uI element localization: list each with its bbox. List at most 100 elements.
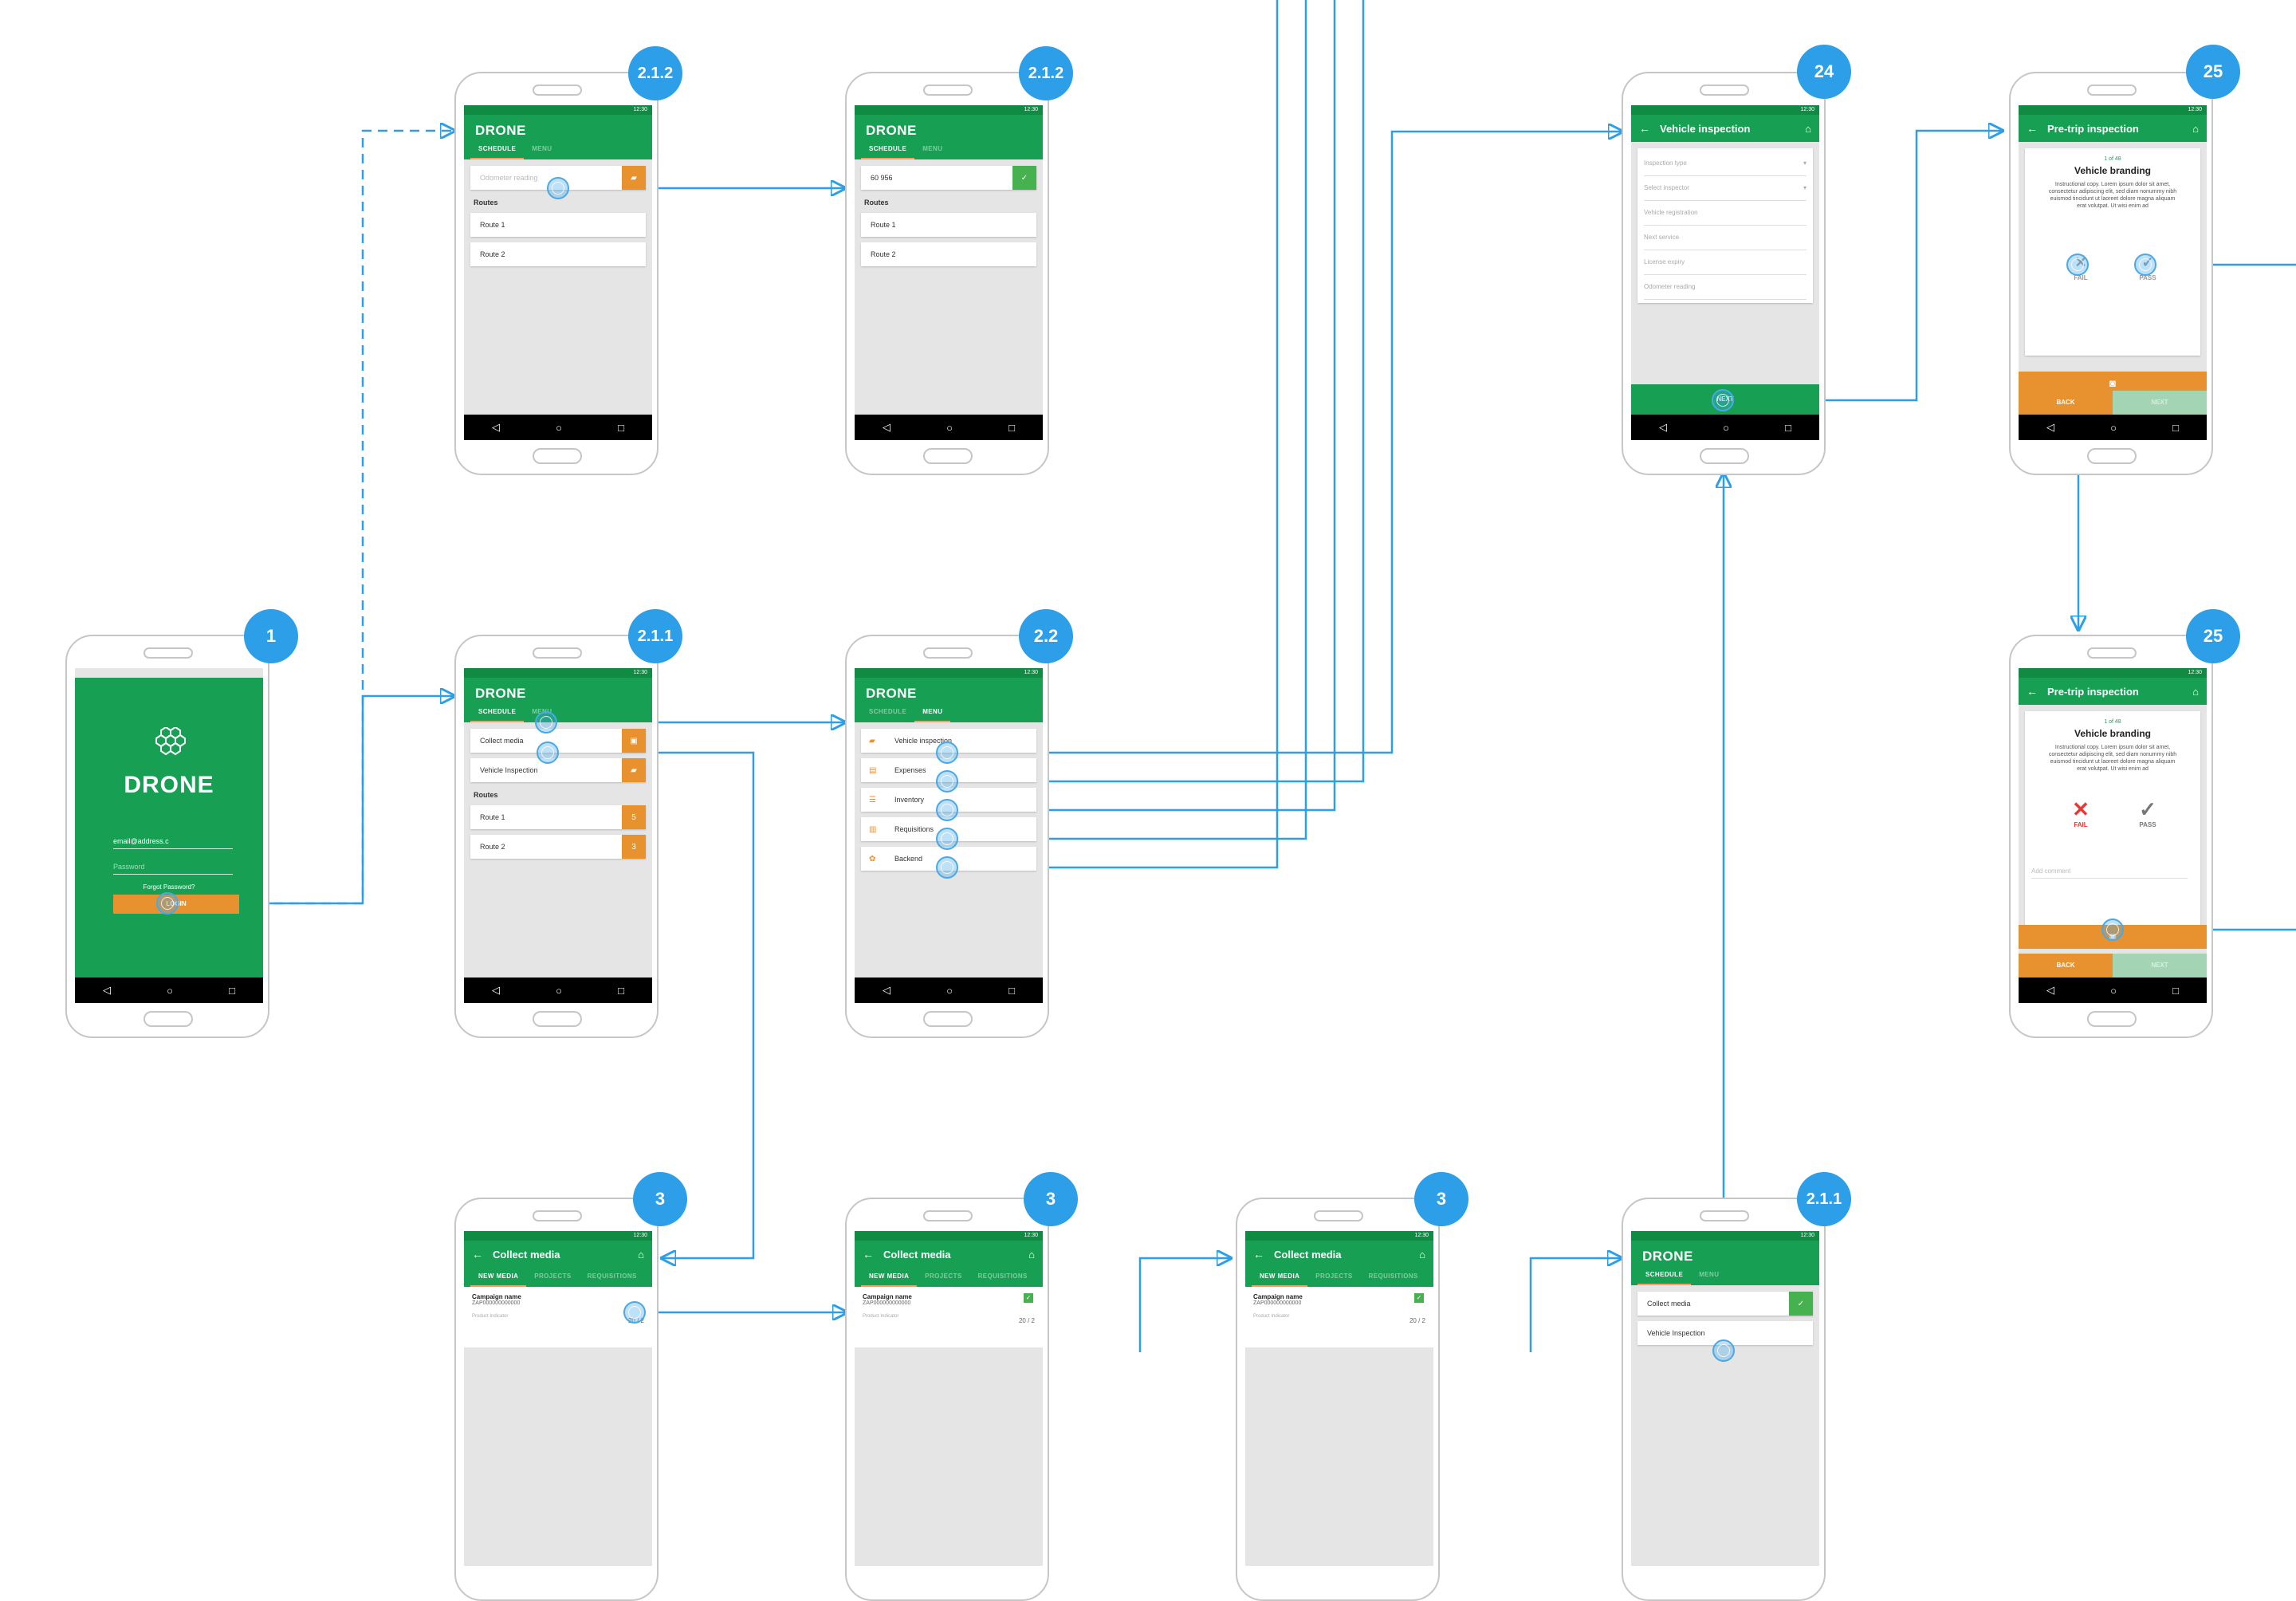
odometer-confirm-button[interactable]: ✓ bbox=[1012, 166, 1036, 190]
tab-requisitions[interactable]: REQUISITIONS bbox=[977, 1273, 1028, 1280]
route-row[interactable]: Route 1 bbox=[470, 213, 646, 237]
tab-new-media[interactable]: NEW MEDIA bbox=[861, 1268, 918, 1287]
back-arrow-icon[interactable]: ← bbox=[2027, 685, 2038, 698]
back-triangle-icon[interactable]: ◁ bbox=[103, 984, 112, 996]
tab-menu[interactable]: MENU bbox=[532, 145, 552, 152]
fail-option[interactable]: ✕ FAIL bbox=[2057, 797, 2105, 828]
odometer-input[interactable]: 60 956 bbox=[871, 174, 893, 182]
back-triangle-icon[interactable]: ◁ bbox=[492, 984, 501, 996]
row-action[interactable]: ▰ bbox=[622, 758, 646, 782]
password-field[interactable]: Password bbox=[113, 863, 233, 875]
back-arrow-icon[interactable]: ← bbox=[1253, 1248, 1264, 1261]
home-icon[interactable]: ⌂ bbox=[2192, 122, 2199, 135]
back-triangle-icon[interactable]: ◁ bbox=[2046, 421, 2055, 433]
odometer-field[interactable]: Odometer reading bbox=[1644, 275, 1807, 300]
vehicle-inspection-row[interactable]: Vehicle Inspection ▰ bbox=[470, 758, 646, 782]
route-row[interactable]: Route 1 5 bbox=[470, 805, 646, 829]
collect-media-row[interactable]: Collect media ✓ bbox=[1637, 1292, 1813, 1316]
recents-square-icon[interactable]: □ bbox=[1008, 421, 1015, 434]
phone-home-button bbox=[2087, 1011, 2137, 1027]
home-icon[interactable]: ⌂ bbox=[2192, 685, 2199, 698]
home-icon[interactable]: ⌂ bbox=[1805, 122, 1811, 135]
next-button[interactable]: NEXT bbox=[2113, 391, 2207, 415]
home-circle-icon[interactable]: ○ bbox=[946, 421, 953, 434]
comment-field[interactable]: Add comment bbox=[2031, 867, 2188, 879]
route-row[interactable]: Route 2 3 bbox=[470, 835, 646, 859]
route-row[interactable]: Route 2 bbox=[861, 242, 1036, 266]
next-service-field[interactable]: Next service bbox=[1644, 226, 1807, 250]
back-button[interactable]: BACK bbox=[2019, 954, 2113, 978]
license-expiry-field[interactable]: License expiry bbox=[1644, 250, 1807, 275]
recents-square-icon[interactable]: □ bbox=[1785, 421, 1791, 434]
back-arrow-icon[interactable]: ← bbox=[2027, 122, 2038, 135]
route-row[interactable]: Route 2 bbox=[470, 242, 646, 266]
registration-field[interactable]: Vehicle registration bbox=[1644, 201, 1807, 226]
home-icon[interactable]: ⌂ bbox=[638, 1248, 644, 1261]
inspection-type-select[interactable]: Inspection type▾ bbox=[1644, 151, 1807, 176]
tab-menu[interactable]: MENU bbox=[914, 703, 951, 722]
tap-hotspot-odometer bbox=[547, 177, 569, 199]
inspector-select[interactable]: Select inspector▾ bbox=[1644, 176, 1807, 201]
tab-projects[interactable]: PROJECTS bbox=[1315, 1273, 1353, 1280]
tab-projects[interactable]: PROJECTS bbox=[925, 1273, 962, 1280]
home-icon[interactable]: ⌂ bbox=[1419, 1248, 1425, 1261]
android-nav-bar: ◁ ○ □ bbox=[855, 415, 1043, 440]
recents-square-icon[interactable]: □ bbox=[618, 984, 624, 997]
tab-menu[interactable]: MENU bbox=[1699, 1271, 1720, 1278]
forgot-password-link[interactable]: Forgot Password? bbox=[143, 883, 195, 891]
back-button[interactable]: BACK bbox=[2019, 391, 2113, 415]
back-arrow-icon[interactable]: ← bbox=[472, 1248, 483, 1261]
tab-requisitions[interactable]: REQUISITIONS bbox=[1368, 1273, 1418, 1280]
home-circle-icon[interactable]: ○ bbox=[556, 984, 562, 997]
back-arrow-icon[interactable]: ← bbox=[1639, 122, 1650, 135]
odometer-input-row[interactable]: 60 956 ✓ bbox=[861, 166, 1036, 190]
tab-schedule[interactable]: SCHEDULE bbox=[869, 708, 907, 715]
next-button[interactable]: NEXT bbox=[2113, 954, 2207, 978]
tab-projects[interactable]: PROJECTS bbox=[534, 1273, 572, 1280]
email-field[interactable]: email@address.c bbox=[113, 837, 233, 849]
recents-square-icon[interactable]: □ bbox=[618, 421, 624, 434]
home-circle-icon[interactable]: ○ bbox=[1723, 421, 1729, 434]
tab-new-media[interactable]: NEW MEDIA bbox=[1252, 1268, 1308, 1287]
phone-login: DRONE email@address.c Password Forgot Pa… bbox=[65, 635, 269, 1038]
recents-square-icon[interactable]: □ bbox=[2172, 984, 2179, 997]
screen-badge-25: 25 bbox=[2186, 609, 2240, 663]
tab-schedule[interactable]: SCHEDULE bbox=[470, 703, 525, 722]
row-action[interactable]: ✓ bbox=[1789, 1292, 1813, 1316]
back-triangle-icon[interactable]: ◁ bbox=[883, 984, 891, 996]
tab-schedule[interactable]: SCHEDULE bbox=[1637, 1266, 1692, 1285]
home-circle-icon[interactable]: ○ bbox=[556, 421, 562, 434]
odometer-save-button[interactable]: ▰ bbox=[622, 166, 646, 190]
recents-square-icon[interactable]: □ bbox=[229, 984, 235, 997]
back-triangle-icon[interactable]: ◁ bbox=[2046, 984, 2055, 996]
tab-new-media[interactable]: NEW MEDIA bbox=[470, 1268, 527, 1287]
tab-schedule[interactable]: SCHEDULE bbox=[470, 140, 525, 159]
recents-square-icon[interactable]: □ bbox=[1008, 984, 1015, 997]
card-title: Vehicle branding bbox=[2074, 165, 2152, 176]
row-action[interactable]: ▣ bbox=[622, 729, 646, 753]
home-circle-icon[interactable]: ○ bbox=[2110, 984, 2117, 997]
tab-menu[interactable]: MENU bbox=[922, 145, 943, 152]
back-arrow-icon[interactable]: ← bbox=[863, 1248, 874, 1261]
campaign-card[interactable]: Campaign name ZAP000000000000 Product In… bbox=[1245, 1287, 1433, 1347]
back-triangle-icon[interactable]: ◁ bbox=[883, 421, 891, 433]
back-triangle-icon[interactable]: ◁ bbox=[492, 421, 501, 433]
campaign-card[interactable]: Campaign name ZAP000000000000 Product In… bbox=[855, 1287, 1043, 1347]
page-title: Pre-trip inspection bbox=[2047, 685, 2139, 698]
check-icon[interactable]: ✓ bbox=[1414, 1293, 1424, 1303]
home-icon[interactable]: ⌂ bbox=[1028, 1248, 1035, 1261]
brand-title: DRONE bbox=[866, 123, 917, 138]
back-triangle-icon[interactable]: ◁ bbox=[1659, 421, 1668, 433]
home-circle-icon[interactable]: ○ bbox=[2110, 421, 2117, 434]
home-circle-icon[interactable]: ○ bbox=[946, 984, 953, 997]
route-row[interactable]: Route 1 bbox=[861, 213, 1036, 237]
home-circle-icon[interactable]: ○ bbox=[167, 984, 173, 997]
campaign-card[interactable]: Campaign name ZAP000000000000 Product In… bbox=[464, 1287, 652, 1347]
check-icon[interactable]: ✓ bbox=[1024, 1293, 1033, 1303]
pass-option[interactable]: ✓ PASS bbox=[2124, 797, 2172, 828]
tab-requisitions[interactable]: REQUISITIONS bbox=[587, 1273, 637, 1280]
odometer-input[interactable]: Odometer reading bbox=[480, 174, 538, 182]
recents-square-icon[interactable]: □ bbox=[2172, 421, 2179, 434]
tab-schedule[interactable]: SCHEDULE bbox=[861, 140, 915, 159]
status-bar: 12:30 bbox=[1631, 1231, 1819, 1241]
